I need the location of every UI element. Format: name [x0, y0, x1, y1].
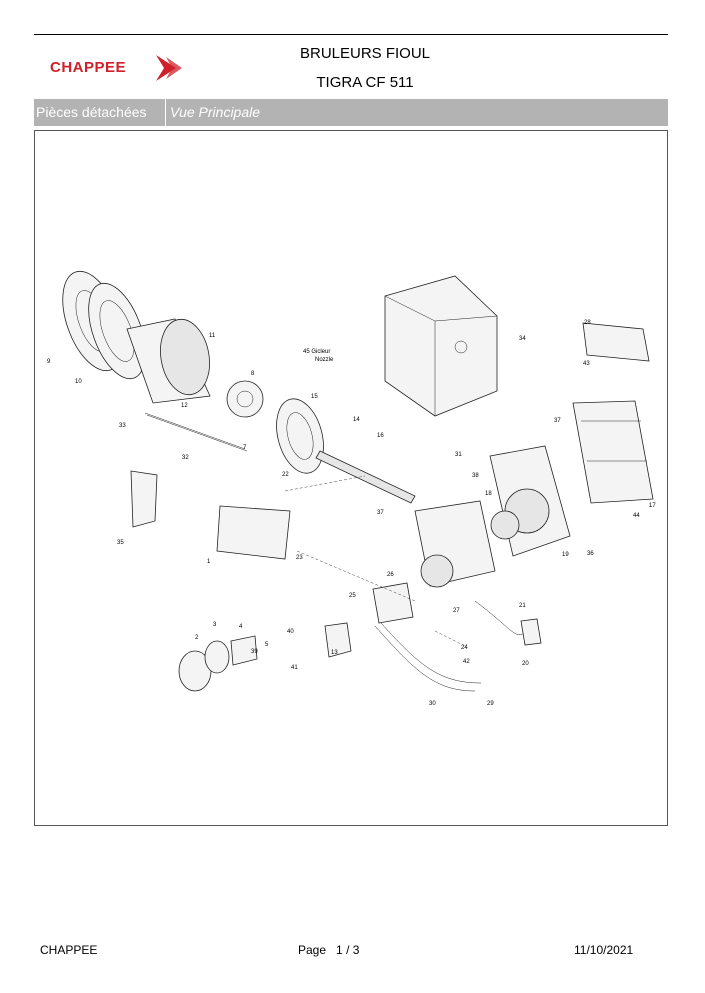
callout-30: 30 [429, 701, 436, 707]
burner-housing [489, 445, 571, 557]
callout-28: 28 [584, 320, 591, 326]
section-band: Pièces détachées Vue Principale [34, 99, 668, 126]
pump-assembly [178, 635, 258, 692]
callout-8: 8 [251, 371, 255, 377]
nozzle-line [315, 450, 416, 504]
exploded-view-frame: 45 Gicleur Nozzle 1 2 3 4 5 7 8 9 10 11 … [34, 130, 668, 826]
brand-name: CHAPPEE [50, 59, 127, 76]
callout-2: 2 [195, 635, 199, 641]
header-rule [34, 34, 668, 35]
callout-38: 38 [472, 473, 479, 479]
footer-company: CHAPPEE [40, 943, 98, 957]
connector-plug [520, 618, 542, 646]
assembly-line-3 [434, 630, 466, 647]
callout-35: 35 [117, 540, 124, 546]
callout-40: 40 [287, 629, 294, 635]
burner-cover [384, 275, 498, 417]
control-box [572, 400, 654, 504]
callout-32: 32 [182, 455, 189, 461]
flange-plate [88, 282, 146, 380]
callout-19: 19 [562, 552, 569, 558]
callout-15: 15 [311, 394, 318, 400]
callout-22: 22 [282, 472, 289, 478]
blast-tube [126, 318, 211, 404]
product-model: TIGRA CF 511 [316, 74, 414, 91]
callout-10: 10 [75, 379, 82, 385]
diffuser [226, 380, 264, 418]
callout-21: 21 [519, 603, 526, 609]
callout-1: 1 [207, 559, 211, 565]
callout-27: 27 [453, 608, 460, 614]
callout-29: 29 [487, 701, 494, 707]
oil-hose-1 [374, 625, 476, 692]
document-title: BRULEURS FIOUL [299, 45, 431, 62]
support-bracket [324, 622, 352, 658]
burner-motor [414, 500, 496, 588]
callout-7: 7 [243, 445, 247, 451]
callout-39: 39 [251, 649, 258, 655]
callout-44: 44 [633, 513, 640, 519]
oil-pump [372, 582, 414, 624]
callout-26: 26 [387, 572, 394, 578]
callout-4: 4 [239, 624, 243, 630]
page-total: 3 [352, 943, 360, 957]
callout-17: 17 [649, 503, 656, 509]
callout-3: 3 [213, 622, 217, 628]
assembly-line-1 [284, 475, 366, 492]
brand-swoosh-icon [156, 55, 182, 81]
electrode-rod-2 [146, 414, 248, 452]
section-label: Pièces détachées [34, 99, 166, 126]
callout-37-top: 37 [554, 418, 561, 424]
callout-25: 25 [349, 593, 356, 599]
panel [582, 322, 650, 362]
page-separator: / [346, 943, 350, 957]
callout-42: 42 [463, 659, 470, 665]
callout-23: 23 [296, 555, 303, 561]
callout-24: 24 [461, 645, 468, 651]
footer-pagination: Page 1 / 3 [298, 943, 359, 957]
callout-37-mid: 37 [377, 510, 384, 516]
callout-9: 9 [47, 359, 51, 365]
callout-33: 33 [119, 423, 126, 429]
ignition-transformer [216, 505, 291, 560]
callout-31: 31 [455, 452, 462, 458]
electrode-rod [144, 412, 246, 450]
fan-wheel [490, 510, 520, 540]
callout-34: 34 [519, 336, 526, 342]
callout-16: 16 [377, 433, 384, 439]
callout-20: 20 [522, 661, 529, 667]
view-label: Vue Principale [170, 104, 261, 120]
nozzle-label-fr: 45 Gicleur [303, 349, 330, 355]
callout-18: 18 [485, 491, 492, 497]
callout-5: 5 [265, 642, 269, 648]
page-label: Page [298, 943, 327, 957]
callout-14: 14 [353, 417, 360, 423]
page-current: 1 [336, 943, 343, 957]
brand-logo: CHAPPEE [50, 53, 190, 83]
callout-11: 11 [209, 333, 216, 339]
footer-date: 11/10/2021 [574, 943, 634, 957]
assembly-line-2 [296, 550, 416, 602]
callout-36: 36 [587, 551, 594, 557]
callout-43: 43 [583, 361, 590, 367]
bracket [130, 470, 158, 528]
callout-41: 41 [291, 665, 298, 671]
exploded-view-diagram: 45 Gicleur Nozzle 1 2 3 4 5 7 8 9 10 11 … [47, 270, 656, 707]
nozzle-label-en: Nozzle [315, 357, 334, 363]
oil-hose-2 [380, 622, 482, 684]
callout-13: 13 [331, 650, 338, 656]
callout-12: 12 [181, 403, 188, 409]
mounting-ring [276, 398, 324, 474]
